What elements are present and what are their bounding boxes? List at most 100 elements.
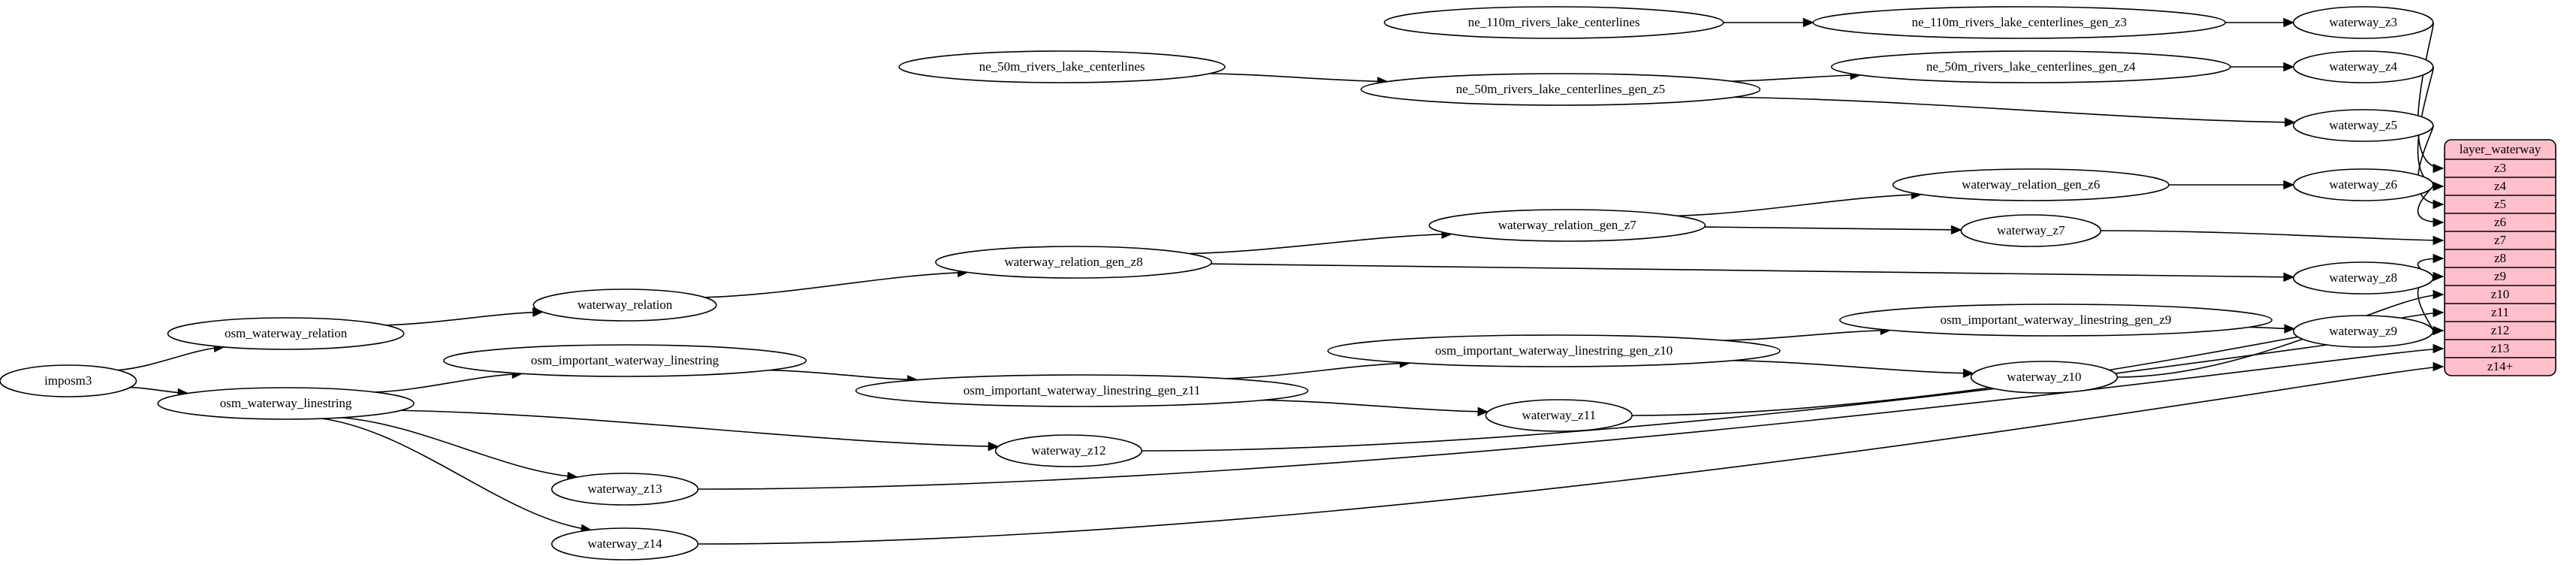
node-label: waterway_z14 (587, 536, 662, 551)
edge-arrowhead (2433, 307, 2445, 318)
node-label: waterway_relation_gen_z7 (1498, 218, 1637, 232)
graph-node-waterway_z14[interactable]: waterway_z14 (550, 527, 699, 560)
graph-edge (400, 409, 999, 448)
graph-edge (769, 369, 918, 381)
graph-node-waterway_z4[interactable]: waterway_z4 (2293, 50, 2434, 83)
node-label: ne_110m_rivers_lake_centerlines (1468, 15, 1640, 29)
node-label: waterway_relation_gen_z8 (1004, 255, 1142, 269)
layer-table-row-z5[interactable]: z5 (2494, 197, 2506, 211)
graph-node-waterway_z5[interactable]: waterway_z5 (2293, 109, 2434, 142)
graph-node-waterway_z8[interactable]: waterway_z8 (2293, 261, 2434, 295)
node-shape (855, 374, 1309, 407)
edge-arrowhead (2433, 253, 2445, 264)
layer-table-row-z10[interactable]: z10 (2491, 287, 2510, 301)
node-label: waterway_z13 (587, 482, 662, 496)
node-shape (157, 387, 415, 420)
graph-node-osm_important_waterway_linestring_gen_z11[interactable]: osm_important_waterway_linestring_gen_z1… (855, 374, 1309, 407)
node-label: waterway_z6 (2329, 177, 2397, 192)
graph-node-ne_50m_rivers_lake_centerlines_gen_z4[interactable]: ne_50m_rivers_lake_centerlines_gen_z4 (1830, 50, 2231, 83)
layer-table-row-z4[interactable]: z4 (2494, 179, 2507, 193)
graph-edge (2417, 125, 2444, 205)
edge-arrowhead (2284, 324, 2296, 334)
edge-arrowhead (2433, 361, 2445, 372)
node-shape (1838, 304, 2273, 337)
graph-edge (1731, 74, 1861, 82)
graph-node-waterway_z10[interactable]: waterway_z10 (1970, 361, 2119, 394)
node-shape (1970, 361, 2119, 394)
layer-table-row-z6[interactable]: z6 (2494, 215, 2506, 229)
graph-node-ne_110m_rivers_lake_centerlines[interactable]: ne_110m_rivers_lake_centerlines (1383, 6, 1724, 39)
graph-node-osm_important_waterway_linestring_gen_z9[interactable]: osm_important_waterway_linestring_gen_z9 (1838, 304, 2273, 337)
node-shape (1485, 399, 1633, 432)
layer-waterway-table: layer_waterway z3 z4 z5 z6 z7 z8 z9 z10 z11 z12 z13… (2444, 139, 2556, 376)
graph-node-waterway_relation[interactable]: waterway_relation (532, 289, 717, 322)
edge-arrowhead (2433, 271, 2445, 282)
graph-node-waterway_z3[interactable]: waterway_z3 (2293, 6, 2434, 39)
layer-table-row-z13[interactable]: z13 (2491, 341, 2510, 355)
node-label: waterway_z7 (1997, 223, 2065, 237)
layer-table-row-z11[interactable]: z11 (2491, 305, 2509, 319)
edge-arrowhead (2283, 180, 2295, 190)
node-label: waterway_relation (578, 298, 673, 312)
node-shape (1960, 214, 2101, 247)
graph-edge (2101, 230, 2444, 241)
node-shape (0, 364, 137, 397)
graph-node-waterway_relation_gen_z8[interactable]: waterway_relation_gen_z8 (935, 246, 1213, 279)
graph-node-waterway_z9[interactable]: waterway_z9 (2293, 315, 2434, 348)
edge-arrowhead (2433, 199, 2445, 210)
graph-edge (1262, 399, 1489, 412)
node-shape (443, 344, 807, 377)
edge-arrowhead (2433, 163, 2445, 174)
graph-node-waterway_z11[interactable]: waterway_z11 (1485, 399, 1633, 432)
edge-arrowhead (2433, 343, 2445, 354)
edge-arrowhead (2433, 235, 2445, 246)
graph-node-waterway_relation_gen_z7[interactable]: waterway_relation_gen_z7 (1428, 209, 1706, 242)
graph-edge (1676, 193, 1922, 217)
layer-table-row-z3[interactable]: z3 (2494, 161, 2506, 175)
graph-node-osm_important_waterway_linestring[interactable]: osm_important_waterway_linestring (443, 344, 807, 377)
edge-arrowhead (2283, 272, 2295, 282)
node-label: osm_waterway_relation (225, 326, 348, 340)
layer-table-row-z14+[interactable]: z14+ (2487, 359, 2513, 373)
graph-edge (322, 418, 592, 531)
graph-node-waterway_z7[interactable]: waterway_z7 (1960, 214, 2101, 247)
edge-arrowhead (2283, 62, 2295, 72)
node-label: waterway_z8 (2329, 270, 2397, 285)
layer-table-header: layer_waterway (2460, 142, 2541, 156)
graph-edge (2417, 22, 2444, 169)
edge-arrowhead (1950, 225, 1962, 235)
node-shape (550, 473, 699, 506)
graph-node-waterway_z13[interactable]: waterway_z13 (550, 473, 699, 506)
graph-node-osm_waterway_relation[interactable]: osm_waterway_relation (167, 317, 405, 350)
graph-node-waterway_z12[interactable]: waterway_z12 (994, 434, 1143, 467)
edge-arrowhead (2433, 289, 2445, 300)
nodes-layer: imposm3 osm_waterway_relation osm_waterway… (0, 6, 2434, 560)
layer-table-row-z9[interactable]: z9 (2494, 269, 2506, 283)
node-shape (1383, 6, 1724, 39)
graph-node-osm_waterway_linestring[interactable]: osm_waterway_linestring (157, 387, 415, 420)
node-shape (1428, 209, 1706, 242)
graph-node-ne_50m_rivers_lake_centerlines[interactable]: ne_50m_rivers_lake_centerlines (898, 50, 1226, 83)
graph-node-ne_110m_rivers_lake_centerlines_gen_z3[interactable]: ne_110m_rivers_lake_centerlines_gen_z3 (1812, 6, 2226, 39)
node-label: ne_50m_rivers_lake_centerlines_gen_z5 (1456, 82, 1666, 96)
node-shape (532, 289, 717, 322)
graph-node-waterway_relation_gen_z6[interactable]: waterway_relation_gen_z6 (1892, 168, 2170, 201)
edge-arrowhead (2285, 117, 2296, 127)
node-shape (2293, 315, 2434, 348)
graph-edge (1209, 73, 1388, 83)
edge-arrowhead (2283, 17, 2295, 28)
node-label: ne_50m_rivers_lake_centerlines (979, 59, 1145, 74)
node-shape (994, 434, 1143, 467)
graph-edge (385, 311, 543, 326)
graph-node-osm_important_waterway_linestring_gen_z10[interactable]: osm_important_waterway_linestring_gen_z1… (1327, 334, 1781, 367)
node-label: waterway_relation_gen_z6 (1962, 177, 2100, 192)
graph-edge (1226, 362, 1410, 379)
layer-table-row-z8[interactable]: z8 (2494, 251, 2506, 265)
layer-table-row-z12[interactable]: z12 (2491, 323, 2510, 337)
graph-node-imposm3[interactable]: imposm3 (0, 364, 137, 397)
layer-table-row-z7[interactable]: z7 (2494, 233, 2507, 247)
graph-node-ne_50m_rivers_lake_centerlines_gen_z5[interactable]: ne_50m_rivers_lake_centerlines_gen_z5 (1360, 73, 1761, 106)
graph-node-waterway_z6[interactable]: waterway_z6 (2293, 168, 2434, 201)
graph-edge (1211, 263, 2294, 278)
